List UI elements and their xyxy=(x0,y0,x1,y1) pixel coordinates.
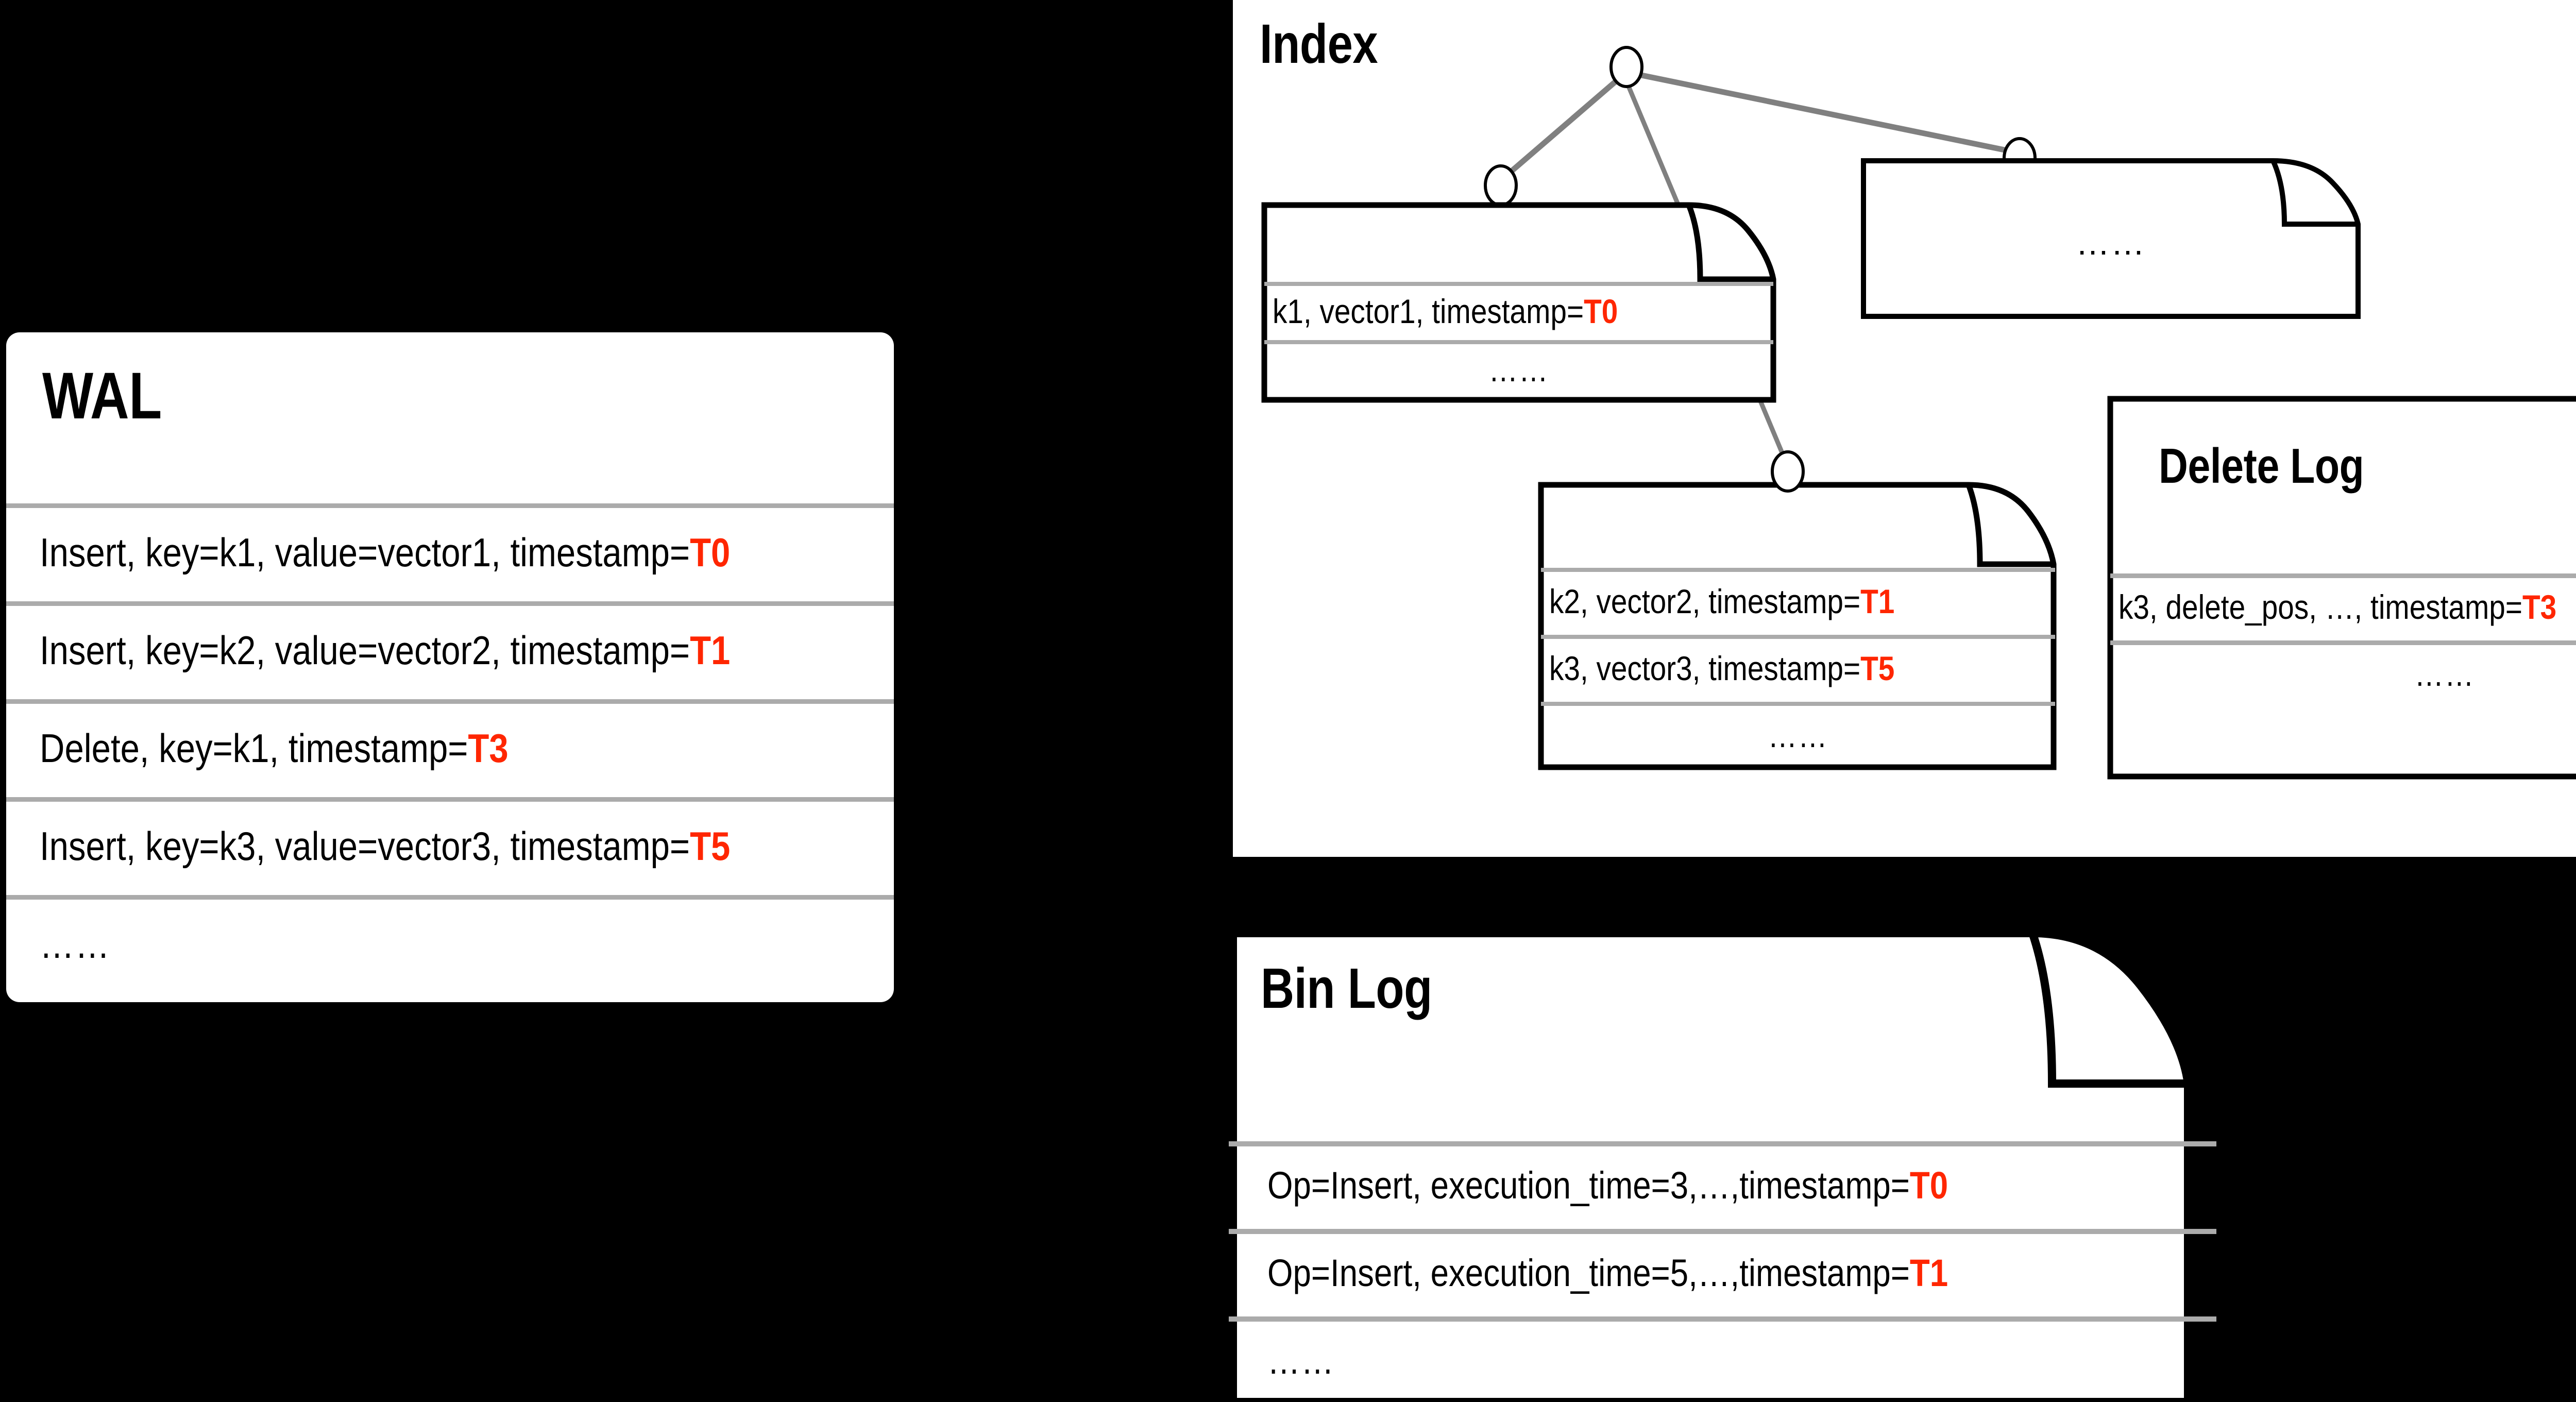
delete-log-title: Delete Log xyxy=(2159,438,2364,494)
segment-row-text: k1, vector1, timestamp= xyxy=(1273,292,1584,330)
bin-log-title: Bin Log xyxy=(1261,957,1432,1020)
segment-row: k1, vector1, timestamp=T0 xyxy=(1261,282,1776,340)
wal-row-text: Insert, key=k2, value=vector2, timestamp… xyxy=(40,627,690,673)
bin-log-row-timestamp: T0 xyxy=(1909,1163,1948,1207)
bin-log-row-timestamp: T1 xyxy=(1909,1251,1948,1294)
bin-log-row: Op=Insert, execution_time=3,…,timestamp=… xyxy=(1229,1141,2221,1229)
segment-row-text: k3, vector3, timestamp= xyxy=(1549,649,1861,687)
segment-row: …… xyxy=(1261,340,1776,398)
wal-panel: WAL Insert, key=k1, value=vector1, times… xyxy=(6,332,894,1002)
row-divider xyxy=(1229,1141,2216,1146)
root-node xyxy=(1609,46,1643,88)
row-divider xyxy=(6,601,894,606)
document-shape xyxy=(1261,202,1776,403)
segment-row-text: …… xyxy=(1488,350,1549,388)
bin-log-row-text: …… xyxy=(1267,1339,1335,1382)
delete-log-row: …… xyxy=(2107,640,2576,707)
wal-row-timestamp: T1 xyxy=(690,627,731,673)
row-divider xyxy=(1264,282,1773,286)
wal-row-timestamp: T3 xyxy=(468,725,509,771)
row-divider xyxy=(6,699,894,704)
row-divider xyxy=(6,503,894,508)
wal-title: WAL xyxy=(42,359,162,433)
bin-log-row-text: Op=Insert, execution_time=5,…,timestamp= xyxy=(1267,1251,1910,1294)
delete-log-panel: Delete Log k3, delete_pos, …, timestamp=… xyxy=(2107,396,2576,780)
wal-row-timestamp: T5 xyxy=(690,823,731,869)
segment-row-text: …… xyxy=(1768,716,1828,754)
wal-rows: Insert, key=k1, value=vector1, timestamp… xyxy=(6,503,894,1002)
document-shape xyxy=(1229,929,2192,1402)
segment-row-text: k2, vector2, timestamp= xyxy=(1549,582,1861,620)
segment-row-timestamp: T0 xyxy=(1584,292,1618,330)
row-divider xyxy=(2110,573,2576,578)
wal-row: Insert, key=k3, value=vector3, timestamp… xyxy=(6,797,894,895)
index-segment-k2-k3-rows: k2, vector2, timestamp=T1 k3, vector3, t… xyxy=(1538,568,2058,769)
wal-row-text: Insert, key=k3, value=vector3, timestamp… xyxy=(40,823,690,869)
row-divider xyxy=(1541,568,2055,572)
delete-log-row-text: k3, delete_pos, …, timestamp= xyxy=(2119,588,2522,626)
left-child-node xyxy=(1484,164,1518,207)
index-segment-ellipsis: …… xyxy=(1861,158,2361,319)
wal-row: Delete, key=k1, timestamp=T3 xyxy=(6,699,894,797)
row-divider xyxy=(1541,635,2055,639)
wal-row-text: Delete, key=k1, timestamp= xyxy=(40,725,468,771)
bin-log-row-text: Op=Insert, execution_time=3,…,timestamp= xyxy=(1267,1163,1910,1207)
index-segment-k2-k3: k2, vector2, timestamp=T1 k3, vector3, t… xyxy=(1538,482,2058,770)
delete-log-row-text: …… xyxy=(2414,655,2475,693)
wal-row-text: …… xyxy=(40,921,111,967)
document-shape xyxy=(1538,482,2057,770)
row-divider xyxy=(1541,702,2055,706)
index-segment-k1-rows: k1, vector1, timestamp=T0 …… xyxy=(1261,282,1776,398)
wal-row-timestamp: T0 xyxy=(690,529,731,575)
segment-row-text: …… xyxy=(2076,224,2146,262)
bin-log-rows: Op=Insert, execution_time=3,…,timestamp=… xyxy=(1229,1141,2221,1402)
index-segment-k1: k1, vector1, timestamp=T0 …… xyxy=(1261,202,1776,403)
segment-row: k2, vector2, timestamp=T1 xyxy=(1538,568,2058,635)
segment-row-timestamp: T5 xyxy=(1860,649,1895,687)
segment-row: k3, vector3, timestamp=T5 xyxy=(1538,635,2058,702)
segment-row-timestamp: T1 xyxy=(1860,582,1895,620)
segment-row: …… xyxy=(1538,702,2058,769)
delete-log-row: k3, delete_pos, …, timestamp=T3 xyxy=(2107,573,2576,640)
delete-log-rows: k3, delete_pos, …, timestamp=T3 …… xyxy=(2107,573,2576,707)
wal-row: Insert, key=k2, value=vector2, timestamp… xyxy=(6,601,894,699)
row-divider xyxy=(1229,1316,2216,1322)
delete-log-row-timestamp: T3 xyxy=(2522,588,2557,626)
row-divider xyxy=(2110,640,2576,645)
document-shape xyxy=(2107,396,2576,780)
row-divider xyxy=(6,797,894,802)
wal-row-text: Insert, key=k1, value=vector1, timestamp… xyxy=(40,529,690,575)
row-divider xyxy=(6,895,894,900)
wal-row: …… xyxy=(6,895,894,993)
index-title: Index xyxy=(1260,12,1378,75)
bin-log-panel: Bin Log Op=Insert, execution_time=3,…,ti… xyxy=(1229,929,2221,1402)
bin-log-row: …… xyxy=(1229,1316,2221,1402)
edge-root-left xyxy=(1498,69,1630,183)
row-divider xyxy=(1264,340,1773,344)
document-shape xyxy=(1861,158,2361,319)
bin-log-row: Op=Insert, execution_time=5,…,timestamp=… xyxy=(1229,1229,2221,1316)
edge-root-right xyxy=(1623,69,2023,156)
wal-row: Insert, key=k1, value=vector1, timestamp… xyxy=(6,503,894,601)
row-divider xyxy=(1229,1229,2216,1234)
